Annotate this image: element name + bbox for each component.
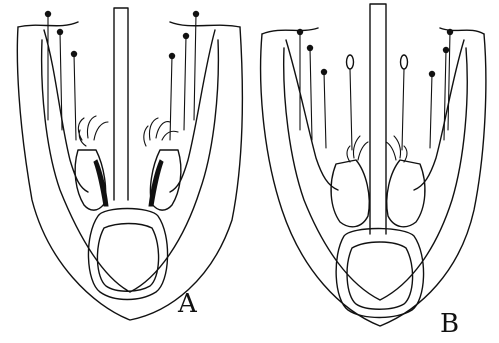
panel-a-filament-5 bbox=[184, 36, 186, 130]
panel-a-right-tuft bbox=[144, 118, 178, 146]
panel-a-filament-tip-5 bbox=[183, 33, 189, 39]
panel-a-left-dark-band bbox=[94, 160, 108, 206]
panel-a-filament-6 bbox=[170, 56, 172, 140]
panel-a-chamber-outer bbox=[88, 209, 167, 300]
panel-b-filament-tip-4 bbox=[447, 29, 453, 35]
panel-a-filament-tip-2 bbox=[57, 29, 63, 35]
panel-b-filament-tip-3 bbox=[321, 69, 327, 75]
panel-b-filament-4 bbox=[448, 32, 450, 130]
panel-b-club-tip-left bbox=[347, 55, 354, 69]
panel-b-filament-3 bbox=[324, 72, 326, 148]
panel-a-right-arm bbox=[170, 30, 215, 192]
panel-b-club-stem-right bbox=[402, 69, 404, 150]
panel-a-central-stalk bbox=[114, 8, 128, 200]
panel-a-filament-tip-4 bbox=[193, 11, 199, 17]
panel-a-filament-4 bbox=[194, 14, 196, 120]
panel-a-filament-tip-6 bbox=[169, 53, 175, 59]
panel-b-filament-tip-2 bbox=[307, 45, 313, 51]
panel-a-filament-tip-1 bbox=[45, 11, 51, 17]
panel-b-left-tuft bbox=[347, 136, 368, 162]
panel-a-filament-3 bbox=[74, 54, 76, 140]
panel-a-left-arm bbox=[44, 30, 88, 192]
panel-a-left-tuft bbox=[78, 116, 108, 146]
panel-b-right-organ bbox=[387, 160, 425, 227]
panel-b-central-stalk bbox=[370, 4, 386, 234]
panel-b-right-tuft bbox=[386, 136, 407, 162]
panel-a-filament-tip-3 bbox=[71, 51, 77, 57]
panel-a-chamber-inner bbox=[97, 224, 158, 292]
panel-b-filament-tip-1 bbox=[297, 29, 303, 35]
panel-b: B bbox=[261, 4, 486, 339]
panel-a-label: A bbox=[177, 289, 198, 319]
panel-b-filament-tip-6 bbox=[429, 71, 435, 77]
panel-b-filament-5 bbox=[444, 50, 446, 140]
panel-b-label: B bbox=[440, 309, 459, 339]
panel-a: A bbox=[17, 8, 242, 320]
panel-a-outer-outline bbox=[17, 27, 242, 320]
panel-b-filament-6 bbox=[430, 74, 432, 148]
panel-a-top-rim bbox=[18, 22, 240, 27]
panel-b-outer-outline bbox=[261, 34, 486, 326]
panel-b-club-stem-left bbox=[350, 69, 352, 150]
panel-a-inner-wall bbox=[42, 40, 219, 292]
panel-b-club-tip-right bbox=[401, 55, 408, 69]
panel-b-filament-2 bbox=[310, 48, 312, 140]
panel-b-filament-tip-5 bbox=[443, 47, 449, 53]
panel-b-left-organ bbox=[331, 160, 369, 227]
